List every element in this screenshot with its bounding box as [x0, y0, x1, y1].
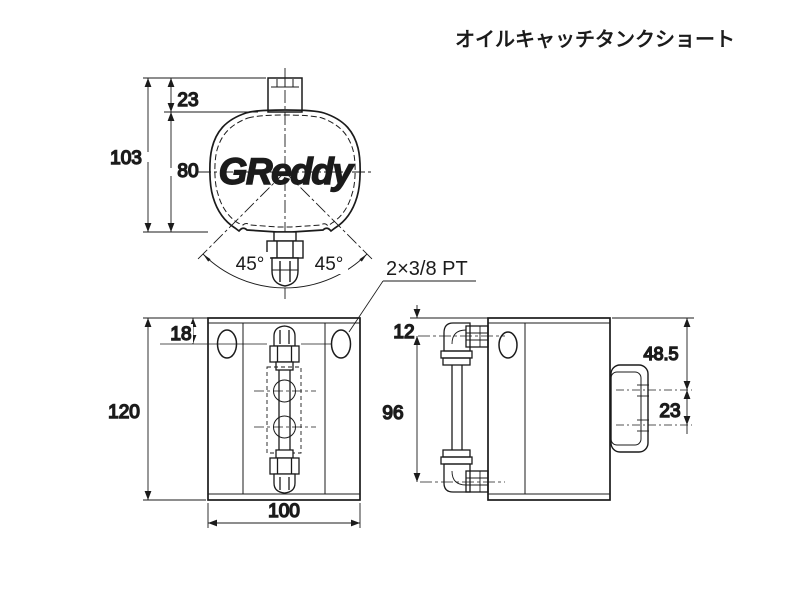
dim-bracket-top-offset: 48.5: [643, 344, 678, 364]
front-view-dimensions: [143, 317, 361, 528]
dim-bracket-slot-pitch: 23: [659, 401, 680, 422]
dim-body-depth: 80: [177, 161, 198, 182]
dim-body-width: 100: [268, 501, 300, 522]
sight-gauge-front: [254, 325, 316, 494]
page-title: オイルキャッチタンクショート: [455, 28, 735, 51]
side-port-hole: [498, 331, 518, 359]
front-body: [207, 317, 361, 501]
side-view-dimensions: [410, 305, 694, 482]
dim-neck-height: 23: [177, 90, 198, 111]
dim-gauge-length: 96: [382, 403, 403, 424]
side-body: [487, 317, 611, 501]
dim-port-offset: 18: [170, 324, 191, 345]
greddy-logo: GReddy: [219, 151, 356, 192]
sight-gauge-side: [440, 322, 489, 493]
port-spec-label: 2×3/8 PT: [386, 258, 468, 280]
tank-body-outline: [209, 109, 361, 233]
drain-fitting: [266, 231, 304, 287]
dim-angle-left: 45°: [236, 254, 265, 275]
top-view-dimensions: [143, 77, 266, 233]
dim-body-height: 120: [108, 402, 140, 423]
tank-body-inner-outline: [214, 114, 356, 228]
side-view: 12 96 48.5 23: [382, 305, 694, 501]
dim-total-height: 103: [110, 148, 142, 169]
dim-gauge-top-offset: 12: [393, 322, 414, 343]
filler-neck: [267, 77, 303, 113]
front-view: 18 120 100: [107, 317, 361, 528]
mounting-bracket: [610, 364, 692, 453]
port-hole-right: [330, 329, 352, 359]
top-view: GReddy 45° 45°: [109, 68, 374, 299]
dim-angle-right: 45°: [315, 254, 344, 275]
